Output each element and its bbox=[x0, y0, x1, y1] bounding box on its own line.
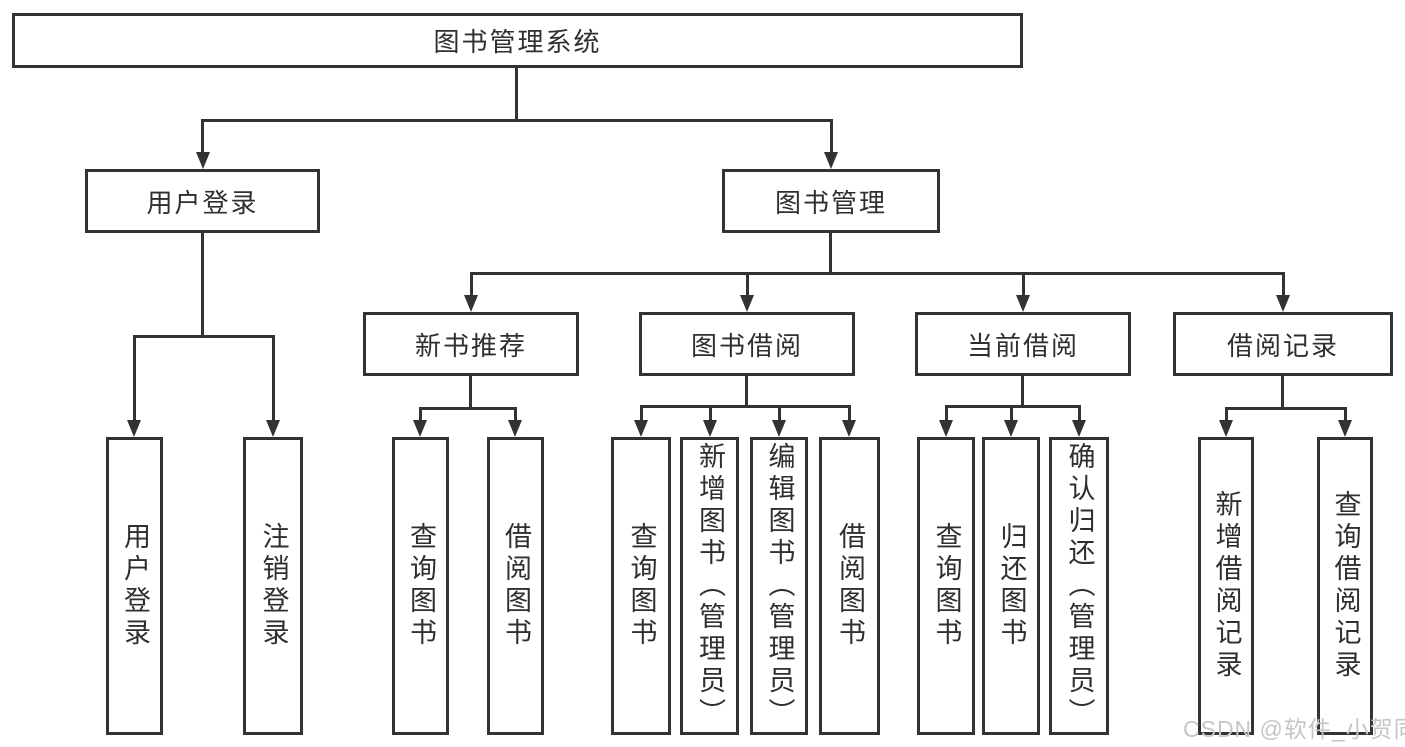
node-current-borrow-label: 当前借阅 bbox=[966, 330, 1079, 361]
arrowhead-current-borrow bbox=[1016, 295, 1030, 312]
arrowhead-book-management bbox=[824, 152, 838, 169]
connector-to-book-borrow bbox=[746, 272, 749, 297]
arrowhead-current-query bbox=[939, 420, 953, 437]
leaf-records-query-label: 查询借阅记录 bbox=[1330, 490, 1361, 682]
connector-to-new-book-recommend bbox=[470, 272, 473, 297]
connector-to-current-return bbox=[1010, 405, 1013, 423]
connector-to-user-login bbox=[201, 119, 204, 153]
arrowhead-borrow-edit bbox=[772, 420, 786, 437]
connector-to-records-add bbox=[1225, 407, 1228, 423]
connector-user-login-bar bbox=[133, 335, 275, 338]
leaf-borrow-borrow: 借阅图书 bbox=[819, 437, 880, 735]
arrowhead-records-add bbox=[1219, 420, 1233, 437]
connector-root-stem bbox=[515, 68, 518, 121]
leaf-records-add: 新增借阅记录 bbox=[1198, 437, 1254, 735]
leaf-borrow-edit-label: 编辑图书（管理员） bbox=[764, 442, 795, 730]
arrowhead-leaf-user-login bbox=[127, 420, 141, 437]
leaf-current-query-label: 查询图书 bbox=[931, 522, 962, 650]
connector-to-borrow-query bbox=[640, 405, 643, 423]
leaf-recommend-query-label: 查询图书 bbox=[406, 522, 436, 650]
leaf-logout-label: 注销登录 bbox=[258, 522, 289, 650]
node-root: 图书管理系统 bbox=[12, 13, 1023, 68]
arrowhead-current-confirm bbox=[1072, 420, 1086, 437]
connector-book-management-bar bbox=[470, 272, 1285, 275]
arrowhead-borrow-add bbox=[703, 420, 717, 437]
arrowhead-borrow-records bbox=[1276, 295, 1290, 312]
connector-recommend-bar bbox=[419, 407, 517, 410]
leaf-current-return: 归还图书 bbox=[982, 437, 1040, 735]
arrowhead-user-login bbox=[196, 152, 210, 169]
node-borrow-records-label: 借阅记录 bbox=[1226, 330, 1339, 361]
connector-to-book-management bbox=[830, 119, 833, 153]
connector-to-borrow-edit bbox=[778, 405, 781, 423]
leaf-records-query: 查询借阅记录 bbox=[1317, 437, 1373, 735]
connector-to-borrow-add bbox=[709, 405, 712, 423]
arrowhead-new-book-recommend bbox=[464, 295, 478, 312]
connector-to-leaf-user-login bbox=[133, 335, 136, 423]
leaf-borrow-add-label: 新增图书（管理员） bbox=[695, 442, 725, 730]
connector-recommend-stem bbox=[469, 376, 472, 409]
node-user-login-label: 用户登录 bbox=[146, 187, 259, 218]
connector-book-management-stem bbox=[829, 233, 832, 274]
node-current-borrow: 当前借阅 bbox=[915, 312, 1131, 376]
leaf-borrow-query: 查询图书 bbox=[611, 437, 671, 735]
arrowhead-leaf-logout bbox=[266, 420, 280, 437]
csdn-watermark: CSDN @软件_小贺同学 bbox=[1183, 716, 1405, 742]
arrowhead-current-return bbox=[1004, 420, 1018, 437]
leaf-borrow-edit: 编辑图书（管理员） bbox=[750, 437, 808, 735]
node-user-login: 用户登录 bbox=[85, 169, 320, 233]
connector-to-leaf-logout bbox=[272, 335, 275, 423]
leaf-logout: 注销登录 bbox=[243, 437, 303, 735]
connector-current-stem bbox=[1021, 376, 1024, 407]
leaf-current-confirm-label: 确认归还（管理员） bbox=[1064, 442, 1095, 730]
connector-to-recommend-query bbox=[419, 407, 422, 423]
connector-to-borrow-borrow bbox=[848, 405, 851, 423]
leaf-records-add-label: 新增借阅记录 bbox=[1211, 490, 1242, 682]
leaf-user-login-label: 用户登录 bbox=[120, 522, 150, 650]
leaf-current-query: 查询图书 bbox=[917, 437, 975, 735]
arrowhead-recommend-query bbox=[413, 420, 427, 437]
connector-to-borrow-records bbox=[1282, 272, 1285, 297]
arrowhead-recommend-borrow bbox=[508, 420, 522, 437]
connector-borrow-stem bbox=[745, 376, 748, 407]
connector-records-bar bbox=[1225, 407, 1347, 410]
connector-to-records-query bbox=[1344, 407, 1347, 423]
connector-records-stem bbox=[1281, 376, 1284, 409]
node-borrow-records: 借阅记录 bbox=[1173, 312, 1393, 376]
leaf-recommend-borrow-label: 借阅图书 bbox=[501, 522, 531, 650]
leaf-borrow-add: 新增图书（管理员） bbox=[680, 437, 739, 735]
leaf-borrow-borrow-label: 借阅图书 bbox=[835, 522, 865, 650]
connector-user-login-stem bbox=[201, 233, 204, 337]
connector-to-current-query bbox=[945, 405, 948, 423]
arrowhead-book-borrow bbox=[740, 295, 754, 312]
leaf-recommend-borrow: 借阅图书 bbox=[487, 437, 544, 735]
node-book-management-label: 图书管理 bbox=[774, 187, 887, 218]
connector-current-bar bbox=[945, 405, 1081, 408]
arrowhead-records-query bbox=[1338, 420, 1352, 437]
connector-borrow-bar bbox=[640, 405, 851, 408]
leaf-user-login: 用户登录 bbox=[106, 437, 163, 735]
connector-to-current-borrow bbox=[1022, 272, 1025, 297]
connector-to-recommend-borrow bbox=[514, 407, 517, 423]
node-new-book-recommend: 新书推荐 bbox=[363, 312, 579, 376]
connector-to-current-confirm bbox=[1078, 405, 1081, 423]
node-book-management: 图书管理 bbox=[722, 169, 940, 233]
leaf-recommend-query: 查询图书 bbox=[392, 437, 449, 735]
node-book-borrow-label: 图书借阅 bbox=[690, 330, 803, 361]
leaf-current-confirm: 确认归还（管理员） bbox=[1049, 437, 1109, 735]
connector-root-bar bbox=[201, 119, 833, 122]
node-root-label: 图书管理系统 bbox=[433, 27, 602, 57]
node-book-borrow: 图书借阅 bbox=[639, 312, 855, 376]
arrowhead-borrow-borrow bbox=[842, 420, 856, 437]
node-new-book-recommend-label: 新书推荐 bbox=[414, 330, 527, 361]
leaf-borrow-query-label: 查询图书 bbox=[626, 522, 657, 650]
arrowhead-borrow-query bbox=[634, 420, 648, 437]
leaf-current-return-label: 归还图书 bbox=[996, 522, 1027, 650]
